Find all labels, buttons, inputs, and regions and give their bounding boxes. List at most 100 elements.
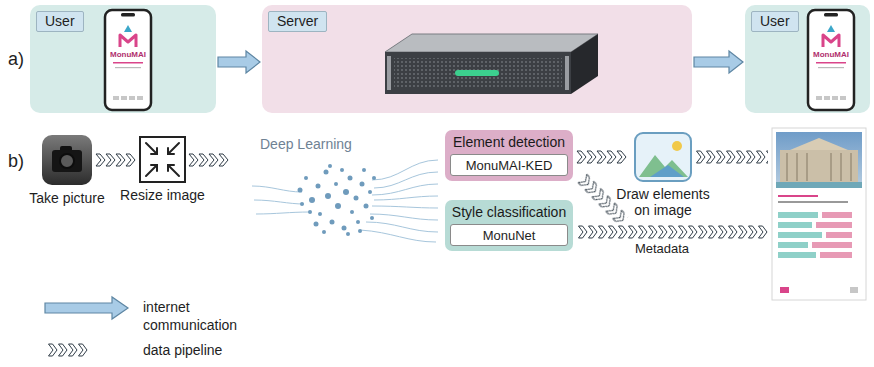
phone-illustration xyxy=(120,35,136,47)
step-label: Take picture xyxy=(12,190,122,206)
app-screenshot xyxy=(778,252,816,258)
phone-illustration xyxy=(113,62,143,64)
resize-icon xyxy=(151,165,157,171)
neural-network-figure xyxy=(256,212,310,214)
app-screenshot xyxy=(816,222,852,228)
panel-tag: Server xyxy=(268,11,327,32)
pipeline-chevrons xyxy=(578,225,768,239)
neural-network-figure xyxy=(372,206,438,208)
neural-network-figure xyxy=(374,172,438,188)
app-logo-text: MonuMAI xyxy=(813,50,849,60)
legend-text: internet communication xyxy=(143,299,237,333)
phone-illustration xyxy=(121,13,135,17)
image-icon xyxy=(639,155,688,177)
server-illustration xyxy=(571,34,598,94)
phone-illustration xyxy=(115,67,141,68)
resize-icon xyxy=(168,165,179,176)
app-screenshot xyxy=(778,222,812,228)
phone-illustration xyxy=(137,96,143,100)
server-illustration xyxy=(455,70,499,76)
step-label: Resize image xyxy=(108,187,218,203)
neural-network-figure xyxy=(254,200,304,204)
process-box: Style classificationMonuNet xyxy=(445,200,573,251)
neural-network-figure xyxy=(370,214,438,220)
process-title: Element detection xyxy=(450,134,568,150)
app-screenshot xyxy=(786,153,788,181)
resize-icon xyxy=(146,143,157,154)
phone-illustration xyxy=(824,96,830,100)
phone-illustration xyxy=(840,96,846,100)
app-screenshot xyxy=(772,128,866,300)
app-screenshot xyxy=(778,195,818,197)
resize-icon xyxy=(140,137,185,182)
row-label: a) xyxy=(8,48,24,71)
pipeline-chevrons xyxy=(578,225,768,239)
camera-icon xyxy=(52,150,82,172)
app-screenshot xyxy=(778,212,818,218)
process-box: Element detectionMonuMAI-KED xyxy=(445,130,573,181)
neural-network-figure xyxy=(304,176,308,180)
neural-network-figure xyxy=(309,197,315,203)
app-screenshot xyxy=(778,232,822,238)
neural-network-figure xyxy=(366,222,438,232)
app-screenshot xyxy=(822,212,852,218)
server-illustration xyxy=(385,34,598,52)
app-logo-text: MonuMAI xyxy=(110,50,146,60)
server-illustration xyxy=(565,56,569,90)
model-box: MonuNet xyxy=(450,224,568,246)
image-icon xyxy=(672,141,682,151)
model-box: MonuMAI-KED xyxy=(450,154,568,176)
neural-network-figure xyxy=(252,186,302,192)
phone-illustration xyxy=(808,10,854,110)
neural-network-figure xyxy=(252,160,438,242)
phone-illustration xyxy=(808,10,854,110)
pipeline-chevrons xyxy=(577,173,629,226)
app-screenshot xyxy=(820,252,852,258)
legend-samples xyxy=(48,343,88,357)
pipeline-label: Metadata xyxy=(635,241,689,257)
neural-network-figure xyxy=(328,164,332,168)
neural-network-figure xyxy=(372,176,376,180)
app-screenshot xyxy=(780,287,789,293)
neural-network-figure xyxy=(316,184,321,189)
neural-network-figure xyxy=(330,220,335,225)
phone-illustration xyxy=(824,13,838,17)
phone-illustration xyxy=(827,25,835,32)
camera-icon xyxy=(60,154,74,168)
step-label: Draw elements on image xyxy=(613,186,713,218)
neural-network-figure xyxy=(298,164,377,236)
app-screenshot xyxy=(776,132,862,188)
phone-illustration xyxy=(105,10,151,110)
resize-icon xyxy=(168,143,179,154)
resize-icon xyxy=(140,137,185,182)
legend-item: internet communication xyxy=(143,298,253,334)
neural-network-figure xyxy=(346,232,350,236)
neural-network-figure xyxy=(348,176,353,181)
neural-network-figure xyxy=(298,188,303,193)
app-screenshot xyxy=(806,153,808,181)
phone-illustration xyxy=(105,10,151,110)
pipeline-chevrons xyxy=(577,150,768,239)
legend-samples xyxy=(45,297,128,357)
neural-network-figure xyxy=(362,168,366,172)
phone-illustration xyxy=(816,96,822,100)
row-label: b) xyxy=(8,150,24,173)
phone-illustration xyxy=(823,35,839,47)
app-screenshot xyxy=(850,153,852,181)
panel-tag: User xyxy=(751,11,799,32)
neural-network-figure xyxy=(374,196,438,200)
neural-network-figure xyxy=(335,203,341,209)
app-screenshot xyxy=(776,182,862,188)
model-name: MonuNet xyxy=(483,228,536,243)
neural-network-figure xyxy=(372,160,438,180)
phone-illustration xyxy=(124,25,132,32)
pipeline-chevrons xyxy=(696,150,768,164)
legend-samples xyxy=(45,297,128,319)
image-icon xyxy=(635,133,691,181)
neural-network-figure xyxy=(343,189,349,195)
app-screenshot xyxy=(840,153,842,181)
phone-illustration xyxy=(129,96,135,100)
legend-samples xyxy=(48,343,88,357)
